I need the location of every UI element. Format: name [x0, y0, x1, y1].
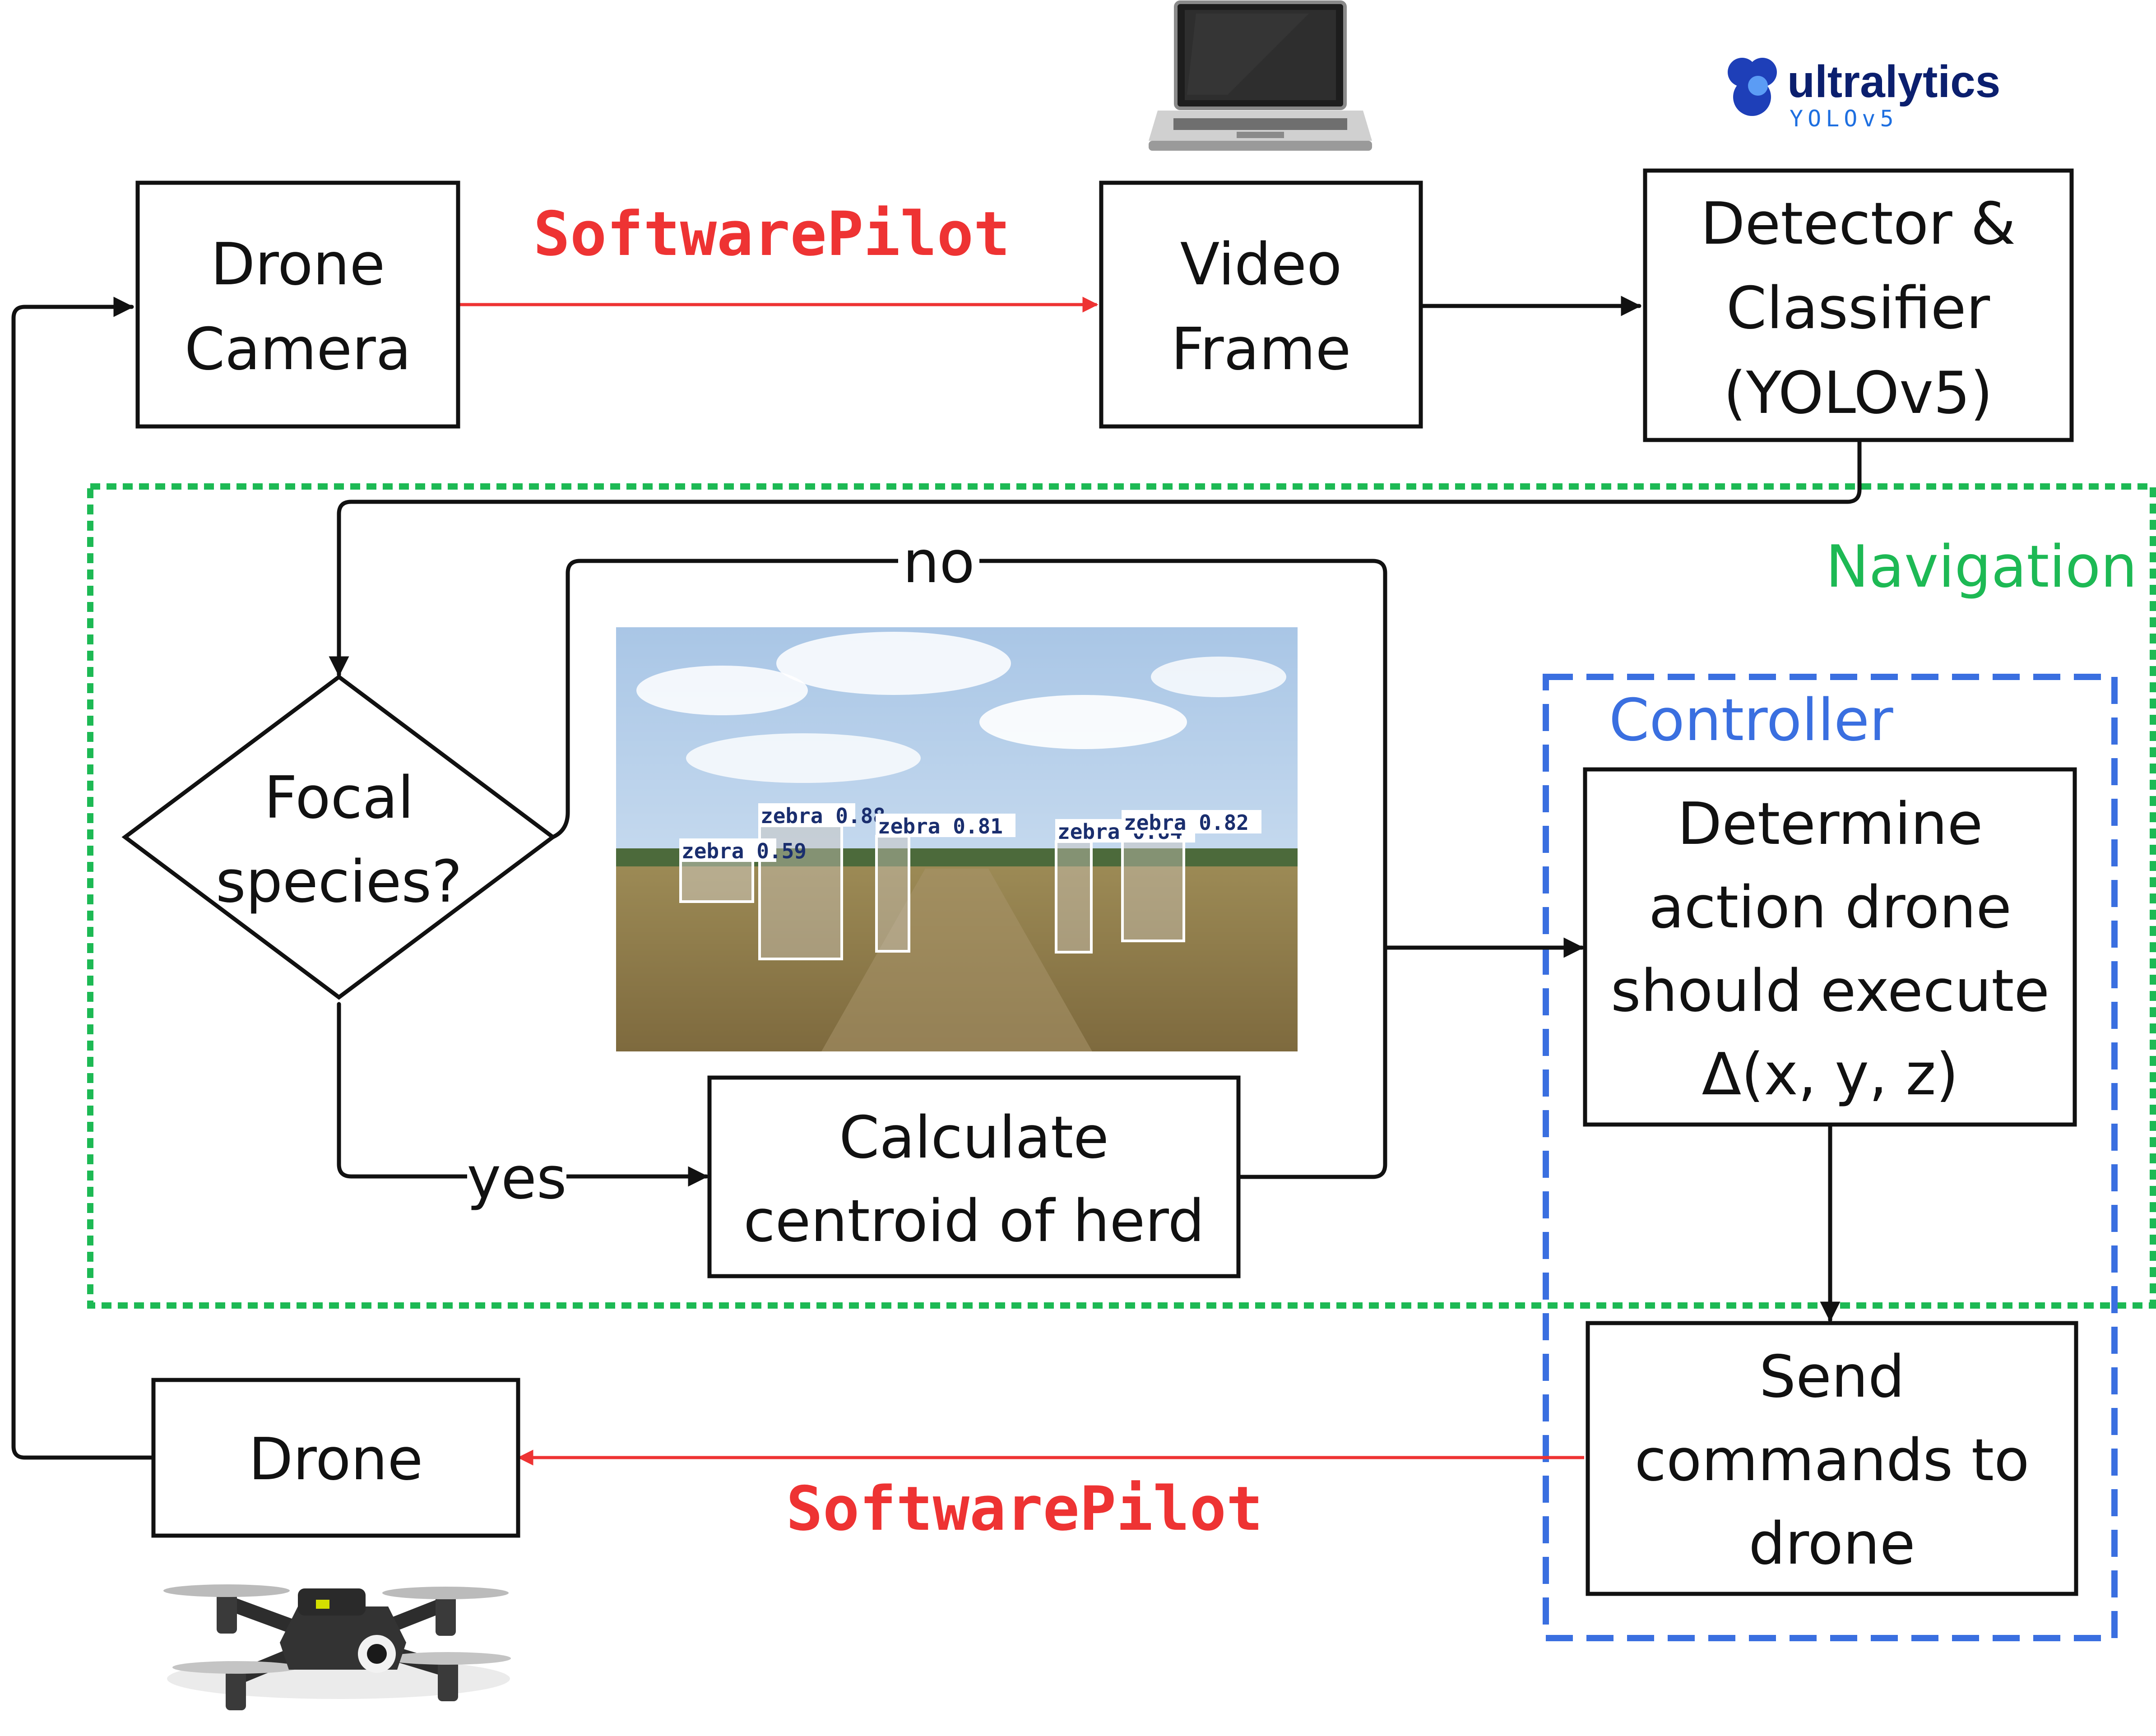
svg-text:(YOLOv5): (YOLOv5): [1724, 360, 1993, 427]
node-detector-classifier: Detector & Classifier (YOLOv5): [1643, 168, 2074, 442]
svg-text:ultralytics: ultralytics: [1787, 56, 2000, 107]
svg-text:Video: Video: [1180, 231, 1342, 298]
edge-yes-branch: [337, 1002, 709, 1187]
edge-detector-to-decision: [329, 439, 1862, 677]
edge-label-softwarepilot-bottom: SoftwarePilot: [786, 1473, 1263, 1544]
svg-text:Δ(x, y, z): Δ(x, y, z): [1702, 1041, 1959, 1108]
edge-label-softwarepilot-top: SoftwarePilot: [533, 199, 1011, 269]
svg-text:Drone: Drone: [211, 231, 385, 298]
laptop-icon: [1149, 0, 1372, 151]
svg-text:commands to: commands to: [1635, 1427, 2030, 1494]
svg-text:Determine: Determine: [1678, 791, 1983, 858]
navigation-region: [87, 483, 2156, 1309]
svg-text:YOLOv5: YOLOv5: [1790, 106, 1898, 132]
node-calculate-centroid: Calculate centroid of herd: [707, 1075, 1241, 1278]
svg-text:Drone: Drone: [249, 1426, 423, 1493]
node-video-frame: Video Frame: [1099, 181, 1423, 429]
svg-text:Classifier: Classifier: [1726, 275, 1990, 342]
detection-label: zebra 0.88: [760, 804, 886, 828]
svg-text:Frame: Frame: [1171, 316, 1351, 383]
detection-label: zebra 0.82: [1124, 810, 1249, 835]
edge-label-yes: yes: [467, 1145, 566, 1212]
svg-text:species?: species?: [216, 848, 462, 916]
edge-label-no: no: [903, 529, 974, 596]
svg-text:Focal: Focal: [264, 764, 414, 832]
node-send-commands: Send commands to drone: [1586, 1321, 2078, 1596]
svg-text:should execute: should execute: [1611, 958, 2049, 1025]
svg-text:centroid of herd: centroid of herd: [743, 1188, 1205, 1255]
detection-label: zebra 0.59: [682, 839, 807, 863]
node-focal-species-decision: Focal species?: [121, 674, 556, 1000]
controller-label: Controller: [1609, 687, 1893, 754]
zebra-detection-image: zebra 0.59 zebra 0.88 zebra 0.81 zebra 0…: [616, 627, 1298, 1051]
edge-loop-to-camera: [11, 296, 153, 1460]
controller-region: [1543, 674, 2118, 1641]
svg-text:Camera: Camera: [185, 316, 411, 383]
drone-icon: [163, 1584, 511, 1710]
svg-text:drone: drone: [1748, 1510, 1915, 1578]
ultralytics-logo: ultralytics YOLOv5: [1728, 56, 2000, 132]
svg-text:Detector &: Detector &: [1701, 190, 2016, 258]
node-determine-action: Determine action drone should execute Δ(…: [1583, 767, 2077, 1127]
svg-text:action drone: action drone: [1649, 874, 2012, 941]
navigation-label: Navigation: [1826, 533, 2137, 601]
svg-text:Calculate: Calculate: [839, 1104, 1109, 1171]
detection-label: zebra 0.81: [878, 814, 1003, 838]
node-drone-camera: Drone Camera: [135, 181, 460, 429]
svg-text:Send: Send: [1759, 1343, 1905, 1411]
node-drone: Drone: [151, 1378, 520, 1538]
